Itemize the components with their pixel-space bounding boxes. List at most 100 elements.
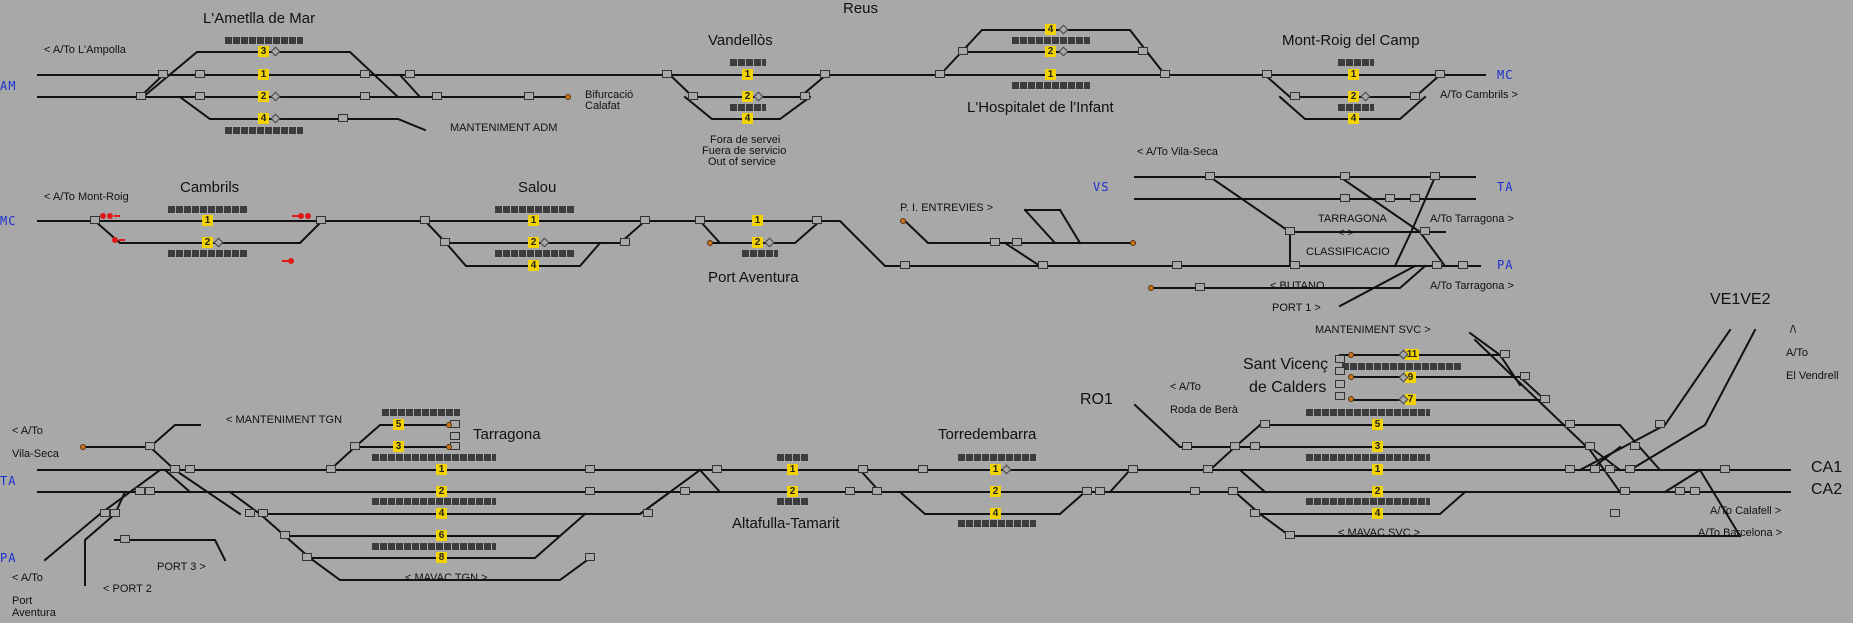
track-block[interactable] [918, 465, 928, 473]
track-block[interactable] [640, 216, 650, 224]
track-block[interactable] [420, 216, 430, 224]
track-block[interactable] [1720, 465, 1730, 473]
track-block[interactable] [316, 216, 326, 224]
track-number-badge[interactable]: 2 [990, 486, 1001, 497]
track-block[interactable] [1620, 487, 1630, 495]
track-number-badge[interactable]: 7 [1405, 394, 1416, 405]
track-block[interactable] [1410, 92, 1420, 100]
track-block[interactable] [1128, 465, 1138, 473]
track-block[interactable] [800, 92, 810, 100]
line-tag-ta-right[interactable]: TA [1497, 180, 1514, 194]
track-block[interactable] [1335, 367, 1345, 375]
line-tag-am[interactable]: AM [0, 79, 17, 93]
track-number-badge[interactable]: 4 [990, 508, 1001, 519]
line-tag-ta-left[interactable]: TA [0, 474, 17, 488]
track-block[interactable] [872, 487, 882, 495]
track-block[interactable] [524, 92, 534, 100]
track-number-badge[interactable]: 3 [393, 441, 404, 452]
track-block[interactable] [258, 509, 268, 517]
track-block[interactable] [585, 553, 595, 561]
track-block[interactable] [680, 487, 690, 495]
track-number-badge[interactable]: 4 [436, 508, 447, 519]
track-number-badge[interactable]: 2 [258, 91, 269, 102]
track-block[interactable] [1610, 509, 1620, 517]
track-block[interactable] [1290, 261, 1300, 269]
track-number-badge[interactable]: 2 [202, 237, 213, 248]
track-number-badge[interactable]: 4 [1372, 508, 1383, 519]
track-number-badge[interactable]: 4 [742, 113, 753, 124]
track-block[interactable] [1430, 172, 1440, 180]
track-block[interactable] [1565, 465, 1575, 473]
track-block[interactable] [326, 465, 336, 473]
track-number-badge[interactable]: 1 [528, 215, 539, 226]
track-block[interactable] [900, 261, 910, 269]
track-block[interactable] [1420, 227, 1430, 235]
track-block[interactable] [1520, 372, 1530, 380]
line-tag-vs[interactable]: VS [1093, 180, 1110, 194]
track-block[interactable] [712, 465, 722, 473]
track-block[interactable] [1655, 420, 1665, 428]
track-block[interactable] [1195, 283, 1205, 291]
track-block[interactable] [990, 238, 1000, 246]
track-number-badge[interactable]: 1 [1348, 69, 1359, 80]
track-block[interactable] [280, 531, 290, 539]
track-number-badge[interactable]: 2 [1372, 486, 1383, 497]
track-block[interactable] [110, 509, 120, 517]
track-block[interactable] [90, 216, 100, 224]
track-number-badge[interactable]: 8 [436, 552, 447, 563]
track-block[interactable] [360, 70, 370, 78]
track-number-badge[interactable]: 1 [787, 464, 798, 475]
track-block[interactable] [1172, 261, 1182, 269]
track-number-badge[interactable]: 2 [787, 486, 798, 497]
track-block[interactable] [440, 238, 450, 246]
track-block[interactable] [1230, 442, 1240, 450]
track-number-badge[interactable]: 2 [1045, 46, 1056, 57]
track-block[interactable] [1625, 465, 1635, 473]
line-tag-pa-right[interactable]: PA [1497, 258, 1514, 272]
track-block[interactable] [958, 47, 968, 55]
track-block[interactable] [1228, 487, 1238, 495]
signal-icon[interactable] [100, 206, 120, 219]
track-block[interactable] [1335, 380, 1345, 388]
track-number-badge[interactable]: 4 [528, 260, 539, 271]
track-block[interactable] [1182, 442, 1192, 450]
track-number-badge[interactable]: 3 [1372, 441, 1383, 452]
signal-icon[interactable] [282, 251, 295, 264]
track-block[interactable] [1190, 487, 1200, 495]
track-block[interactable] [302, 553, 312, 561]
track-number-badge[interactable]: 1 [1372, 464, 1383, 475]
track-block[interactable] [695, 216, 705, 224]
track-block[interactable] [245, 509, 255, 517]
track-number-badge[interactable]: 1 [258, 69, 269, 80]
track-block[interactable] [1160, 70, 1170, 78]
track-number-badge[interactable]: 4 [258, 113, 269, 124]
track-block[interactable] [1690, 487, 1700, 495]
track-block[interactable] [1038, 261, 1048, 269]
track-block[interactable] [145, 487, 155, 495]
track-block[interactable] [1605, 465, 1615, 473]
track-block[interactable] [360, 92, 370, 100]
track-block[interactable] [1500, 350, 1510, 358]
track-block[interactable] [1590, 465, 1600, 473]
line-tag-pa-left[interactable]: PA [0, 551, 17, 565]
track-block[interactable] [1250, 442, 1260, 450]
track-block[interactable] [688, 92, 698, 100]
track-number-badge[interactable]: 5 [393, 419, 404, 430]
track-number-badge[interactable]: 2 [1348, 91, 1359, 102]
track-number-badge[interactable]: 6 [436, 530, 447, 541]
ca2-label[interactable]: CA2 [1811, 481, 1843, 498]
track-block[interactable] [1205, 172, 1215, 180]
track-number-badge[interactable]: 2 [752, 237, 763, 248]
track-block[interactable] [1285, 531, 1295, 539]
track-block[interactable] [1340, 194, 1350, 202]
track-block[interactable] [1012, 238, 1022, 246]
track-block[interactable] [585, 465, 595, 473]
line-tag-mc-left[interactable]: MC [0, 214, 17, 228]
track-block[interactable] [585, 487, 595, 495]
track-number-badge[interactable]: 2 [436, 486, 447, 497]
track-block[interactable] [145, 442, 155, 450]
track-block[interactable] [350, 442, 360, 450]
track-block[interactable] [170, 465, 180, 473]
track-block[interactable] [1095, 487, 1105, 495]
track-block[interactable] [1285, 227, 1295, 235]
